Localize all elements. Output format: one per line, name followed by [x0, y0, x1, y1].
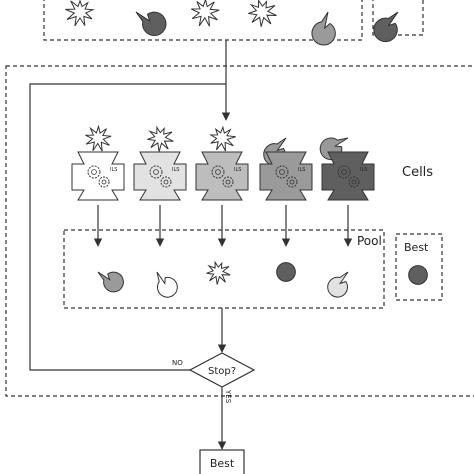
gear-icon — [87, 165, 101, 179]
ils-label: ILS — [234, 167, 241, 173]
gear-icon — [286, 176, 298, 188]
gear-hub — [153, 169, 159, 175]
ils-label: ILS — [360, 167, 367, 173]
gear-icon — [98, 176, 110, 188]
loop-back-line — [29, 83, 226, 371]
pool-box — [63, 229, 385, 309]
gear-hub — [351, 179, 357, 185]
top-best-box — [372, 0, 424, 36]
spiky-star-icon — [85, 124, 112, 152]
pacman-circle-icon — [97, 271, 124, 293]
top-population-shapes — [65, 0, 336, 46]
pacman-circle-icon — [311, 11, 336, 46]
ils-label: ILS — [298, 167, 305, 173]
spiky-star-icon — [191, 0, 220, 27]
gear-icon — [160, 176, 172, 188]
yes-label: YES — [224, 389, 232, 404]
cell: ILS — [259, 137, 313, 201]
pacman-circle-icon — [135, 11, 167, 37]
spiky-star-icon — [209, 125, 236, 152]
spiky-star-icon — [206, 260, 231, 285]
gear-icon — [275, 165, 289, 179]
spiky-star-icon — [65, 0, 95, 27]
gear-hub — [101, 179, 107, 185]
gear-hub — [279, 169, 285, 175]
circle-icon — [276, 262, 296, 282]
circle-icon — [408, 265, 428, 285]
gear-hub — [163, 179, 169, 185]
spiky-star-icon — [147, 125, 174, 152]
top-best-shape — [373, 11, 399, 43]
gear-icon — [149, 165, 163, 179]
cell: ILS — [319, 137, 375, 201]
gear-hub — [215, 169, 221, 175]
best-box-label: Best — [404, 241, 429, 254]
best-output-label: Best — [210, 457, 235, 470]
gear-hub — [341, 169, 347, 175]
cells-label: Cells — [402, 165, 433, 180]
gear-hub — [225, 179, 231, 185]
stop-label: Stop? — [208, 366, 236, 377]
pacman-circle-icon — [373, 11, 399, 43]
pacman-circle-icon — [156, 271, 178, 298]
gear-icon — [348, 176, 360, 188]
gear-icon — [222, 176, 234, 188]
pool-label: Pool — [357, 234, 382, 248]
best-shape — [408, 265, 428, 285]
gear-hub — [289, 179, 295, 185]
pacman-circle-icon — [327, 271, 349, 298]
best-box — [395, 233, 443, 301]
cell: ILS — [71, 124, 125, 201]
no-label: NO — [172, 359, 183, 367]
cell: ILS — [195, 125, 249, 201]
pool-shapes — [97, 260, 349, 298]
ils-label: ILS — [172, 167, 179, 173]
gear-hub — [91, 169, 97, 175]
cell-to-pool-arrows — [93, 205, 353, 247]
gear-icon — [211, 165, 225, 179]
gear-icon — [337, 165, 351, 179]
best-output-box — [199, 449, 245, 474]
ils-label: ILS — [110, 167, 117, 173]
cell: ILS — [133, 125, 187, 201]
main-loop-box — [5, 65, 474, 397]
spiky-star-icon — [248, 0, 277, 27]
cells-row: ILS ILS ILS ILS ILS — [71, 124, 375, 201]
